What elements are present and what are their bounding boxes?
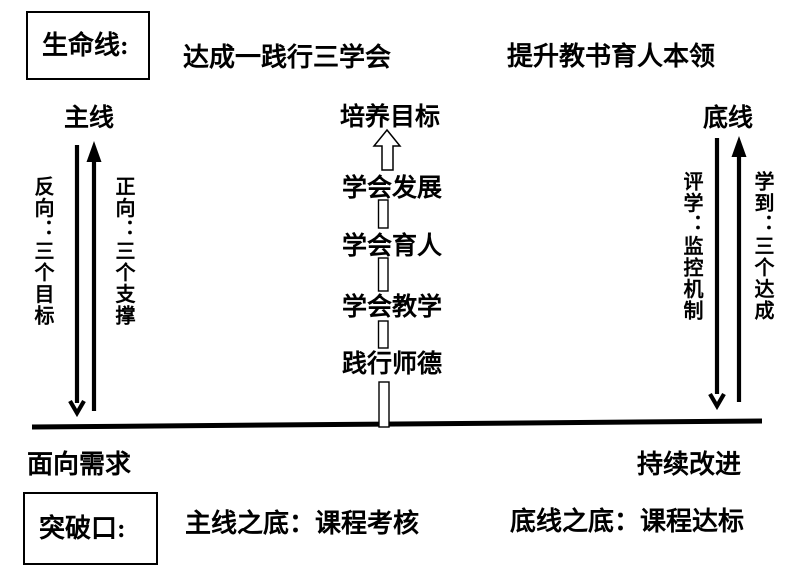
bottom-line-up-arrow-icon [731,136,747,402]
bottom-line-title: 底线 [702,105,754,132]
center-title: 培养目标 [339,104,441,131]
center-item-ethics: 践行师德 [341,351,443,378]
main-line-up-arrow-icon [86,141,102,411]
breakthrough-box-label: 突破口: [39,513,126,543]
main-line-forward-label: 正向：三个支撑 [112,176,134,327]
baseline-left-caption: 面向需求 [27,450,132,479]
slogan-right: 提升教书育人本领 [507,42,716,71]
goal-up-arrow-icon [372,128,402,171]
center-item-teach: 学会教学 [341,294,443,321]
connector-rect [378,381,390,428]
main-line-down-arrow-icon [68,145,86,418]
center-item-develop: 学会发展 [341,175,443,202]
main-line-title: 主线 [63,105,115,132]
slogan-left: 达成一践行三学会 [183,43,392,72]
connector-rect [377,199,389,229]
baseline-rule [31,418,763,430]
bottom-line-achieve-label: 学到：三个达成 [751,171,773,322]
breakthrough-box: 突破口: [23,492,158,565]
connector-rect [377,257,389,292]
baseline-right-caption: 持续改进 [637,450,742,479]
main-line-reverse-label: 反向：三个目标 [31,176,53,327]
lifeline-box: 生命线: [26,11,150,80]
bottom-line-evaluate-label: 评学：监控机制 [680,171,702,322]
lifeline-box-label: 生命线: [42,30,129,60]
connector-rect [377,320,389,349]
bottom-line-bottom-note: 底线之底：课程达标 [510,507,745,536]
center-item-educate: 学会育人 [341,233,443,260]
bottom-line-down-arrow-icon [708,138,726,411]
main-line-bottom-note: 主线之底：课程考核 [185,509,420,538]
